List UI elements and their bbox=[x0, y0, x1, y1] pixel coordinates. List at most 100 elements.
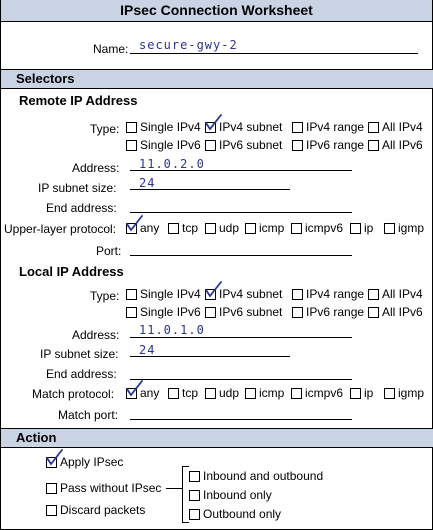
remote-type-single-ipv4-label: Single IPv4 bbox=[140, 120, 201, 134]
remote-type-all-ipv4-checkbox[interactable] bbox=[368, 122, 379, 133]
pass-options-connector bbox=[166, 488, 182, 489]
selectors-band: Selectors bbox=[1, 69, 433, 89]
local-type-all-ipv4-label: All IPv4 bbox=[382, 287, 423, 301]
remote-type-single-ipv6-label: Single IPv6 bbox=[140, 138, 201, 152]
action-discard-packets-checkbox[interactable] bbox=[46, 505, 57, 516]
local-proto-tcp-checkbox[interactable] bbox=[168, 388, 179, 399]
action-pass-without-ipsec-checkbox[interactable] bbox=[46, 483, 57, 494]
remote-type-all-ipv6-label: All IPv6 bbox=[382, 138, 423, 152]
local-end-label: End address: bbox=[46, 367, 117, 381]
direction-inbound-and-outbound-checkbox[interactable] bbox=[189, 471, 200, 482]
remote-proto-udp-checkbox[interactable] bbox=[205, 223, 216, 234]
remote-proto-icmp-label: icmp bbox=[259, 221, 285, 235]
remote-address-line bbox=[130, 170, 352, 171]
remote-proto-igmp-checkbox[interactable] bbox=[384, 223, 395, 234]
remote-type-single-ipv4-checkbox[interactable] bbox=[126, 122, 137, 133]
local-proto-icmpv6-checkbox[interactable] bbox=[291, 388, 302, 399]
remote-subnet-value[interactable]: 24 bbox=[139, 176, 156, 190]
local-proto-igmp-label: igmp bbox=[398, 386, 425, 400]
remote-type-ipv6-range-label: IPv6 range bbox=[306, 138, 365, 152]
pass-options-bracket bbox=[182, 466, 189, 523]
remote-proto-icmp-checkbox[interactable] bbox=[245, 223, 256, 234]
worksheet-title-band: IPsec Connection Worksheet bbox=[1, 0, 432, 22]
remote-type-all-ipv6-checkbox[interactable] bbox=[368, 140, 379, 151]
local-protocol-label: Match protocol: bbox=[32, 387, 115, 401]
direction-inbound-only-label: Inbound only bbox=[203, 488, 272, 502]
remote-proto-ip-checkbox[interactable] bbox=[350, 223, 361, 234]
direction-outbound-only-label: Outbound only bbox=[203, 507, 282, 521]
local-type-all-ipv6-label: All IPv6 bbox=[382, 305, 423, 319]
remote-proto-ip-label: ip bbox=[364, 221, 374, 235]
local-address-label: Address: bbox=[72, 328, 120, 342]
remote-subnet-line bbox=[130, 189, 290, 190]
remote-subnet-label: IP subnet size: bbox=[38, 181, 117, 195]
remote-type-label: Type: bbox=[90, 122, 120, 136]
local-proto-icmp-checkbox[interactable] bbox=[245, 388, 256, 399]
direction-outbound-only-checkbox[interactable] bbox=[189, 509, 200, 520]
local-type-ipv4-range-checkbox[interactable] bbox=[292, 289, 303, 300]
direction-inbound-and-outbound-label: Inbound and outbound bbox=[203, 469, 324, 483]
local-proto-ip-checkbox[interactable] bbox=[350, 388, 361, 399]
local-type-ipv4-subnet-label: IPv4 subnet bbox=[219, 287, 283, 301]
local-proto-any-check-mark bbox=[126, 380, 143, 397]
local-type-all-ipv4-checkbox[interactable] bbox=[368, 289, 379, 300]
remote-proto-igmp-label: igmp bbox=[398, 221, 425, 235]
local-subnet-label: IP subnet size: bbox=[40, 347, 119, 361]
local-port-line bbox=[130, 419, 352, 420]
local-heading: Local IP Address bbox=[19, 264, 124, 279]
local-proto-icmpv6-label: icmpv6 bbox=[305, 386, 344, 400]
remote-type-ipv4-range-checkbox[interactable] bbox=[292, 122, 303, 133]
local-port-label: Match port: bbox=[58, 408, 119, 422]
local-proto-ip-label: ip bbox=[364, 386, 374, 400]
remote-type-ipv4-subnet-check-mark bbox=[205, 114, 222, 131]
remote-proto-tcp-checkbox[interactable] bbox=[168, 223, 179, 234]
remote-end-label: End address: bbox=[46, 201, 117, 215]
local-type-label: Type: bbox=[90, 289, 120, 303]
remote-port-label: Port: bbox=[96, 244, 122, 258]
name-value[interactable]: secure-gwy-2 bbox=[139, 38, 238, 52]
local-type-ipv4-subnet-check-mark bbox=[205, 281, 222, 298]
local-type-single-ipv4-label: Single IPv4 bbox=[140, 287, 201, 301]
remote-proto-icmpv6-checkbox[interactable] bbox=[291, 223, 302, 234]
remote-type-single-ipv6-checkbox[interactable] bbox=[126, 140, 137, 151]
remote-type-ipv6-range-checkbox[interactable] bbox=[292, 140, 303, 151]
remote-end-line bbox=[130, 212, 352, 213]
local-proto-igmp-checkbox[interactable] bbox=[384, 388, 395, 399]
name-label: Name: bbox=[93, 42, 129, 56]
remote-type-ipv4-subnet-label: IPv4 subnet bbox=[219, 120, 283, 134]
local-type-ipv6-subnet-checkbox[interactable] bbox=[205, 307, 216, 318]
local-subnet-value[interactable]: 24 bbox=[139, 343, 156, 357]
local-type-single-ipv4-checkbox[interactable] bbox=[126, 289, 137, 300]
action-discard-packets-label: Discard packets bbox=[60, 503, 146, 517]
name-field-line bbox=[130, 53, 418, 54]
remote-type-ipv6-subnet-checkbox[interactable] bbox=[205, 140, 216, 151]
remote-type-all-ipv4-label: All IPv4 bbox=[382, 120, 423, 134]
local-proto-udp-checkbox[interactable] bbox=[205, 388, 216, 399]
remote-proto-udp-label: udp bbox=[219, 221, 240, 235]
local-subnet-line bbox=[130, 356, 290, 357]
local-type-all-ipv6-checkbox[interactable] bbox=[368, 307, 379, 318]
worksheet-title: IPsec Connection Worksheet bbox=[120, 2, 313, 18]
local-type-ipv6-subnet-label: IPv6 subnet bbox=[219, 305, 283, 319]
local-type-ipv6-range-label: IPv6 range bbox=[306, 305, 365, 319]
local-type-ipv6-range-checkbox[interactable] bbox=[292, 307, 303, 318]
local-type-single-ipv6-checkbox[interactable] bbox=[126, 307, 137, 318]
remote-type-ipv6-subnet-label: IPv6 subnet bbox=[219, 138, 283, 152]
action-heading: Action bbox=[16, 430, 57, 445]
direction-inbound-only-checkbox[interactable] bbox=[189, 490, 200, 501]
remote-port-line bbox=[130, 255, 352, 256]
local-proto-any-label: any bbox=[140, 386, 160, 400]
remote-address-value[interactable]: 11.0.2.0 bbox=[139, 157, 205, 171]
local-end-line bbox=[130, 379, 352, 380]
remote-protocol-label: Upper-layer protocol: bbox=[4, 222, 117, 236]
remote-heading: Remote IP Address bbox=[19, 93, 138, 108]
local-type-single-ipv6-label: Single IPv6 bbox=[140, 305, 201, 319]
action-apply-ipsec-label: Apply IPsec bbox=[60, 455, 124, 469]
action-apply-ipsec-check-mark bbox=[46, 449, 63, 466]
remote-proto-icmpv6-label: icmpv6 bbox=[305, 221, 344, 235]
local-proto-icmp-label: icmp bbox=[259, 386, 285, 400]
local-address-line bbox=[130, 337, 352, 338]
action-band: Action bbox=[1, 428, 433, 448]
local-address-value[interactable]: 11.0.1.0 bbox=[139, 323, 205, 337]
local-type-ipv4-range-label: IPv4 range bbox=[306, 287, 365, 301]
